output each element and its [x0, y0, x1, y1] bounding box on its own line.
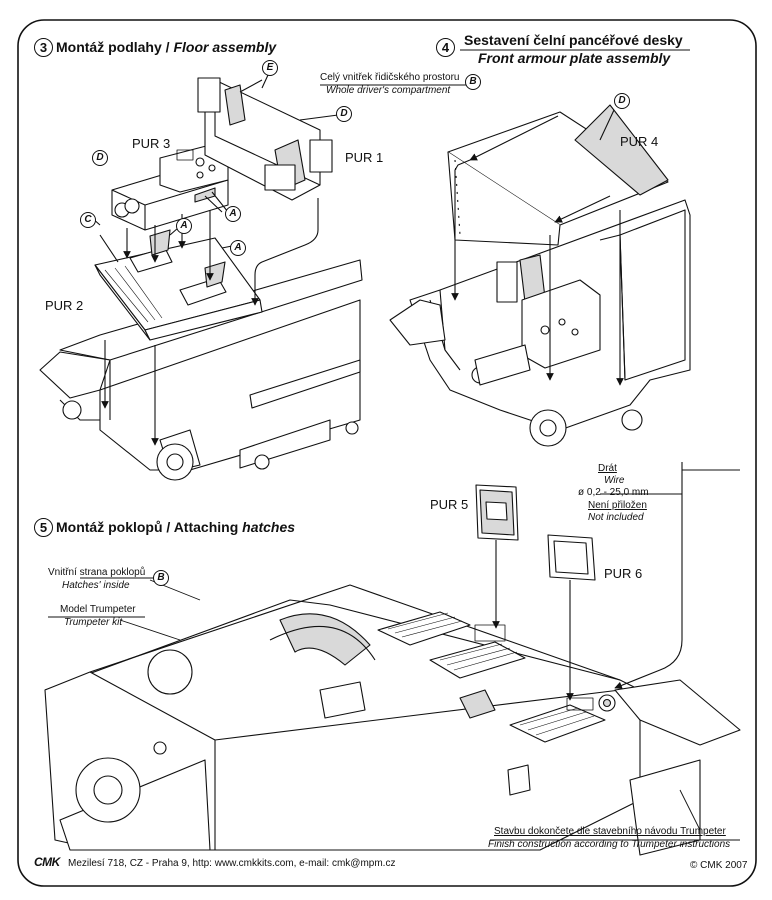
badge-e: E: [262, 60, 278, 76]
step-number-5: 5: [34, 518, 53, 537]
note-wire-size: ø 0,2 - 25,0 mm: [578, 487, 649, 498]
badge-c: C: [80, 212, 96, 228]
note-wire-not-cz: Není přiložen: [588, 500, 647, 511]
step-number-3: 3: [34, 38, 53, 57]
badge-d-pur1: D: [336, 106, 352, 122]
badge-a-upper: A: [225, 206, 241, 222]
section-5-title-cz: Montáž poklopů / Attaching: [56, 519, 243, 535]
badge-a-seat-2: A: [230, 240, 246, 256]
section-4-title-en: Front armour plate assembly: [478, 50, 671, 66]
hatches-drawing: [44, 462, 741, 856]
label-pur-2: PUR 2: [45, 298, 84, 313]
section-3-title-en: Floor assembly: [173, 39, 277, 55]
badge-b-hatches: B: [153, 570, 169, 586]
label-pur-5: PUR 5: [430, 497, 469, 512]
note-wire-not-en: Not included: [588, 512, 644, 523]
badge-a-seat-1: A: [176, 218, 192, 234]
footer-logo: CMK: [34, 855, 60, 869]
label-pur-1: PUR 1: [345, 150, 384, 165]
note-model-en: Trumpeter kit: [64, 617, 123, 628]
section-4-title-cz: Sestavení čelní pancéřové desky: [464, 32, 683, 48]
note-compartment-en: Whole driver's compartment: [326, 85, 451, 96]
badge-d-pur4: D: [614, 93, 630, 109]
badge-d-pur3: D: [92, 150, 108, 166]
footer-copyright: © CMK 2007: [690, 860, 748, 871]
section-5-title: Montáž poklopů / Attaching hatches: [56, 519, 295, 535]
badge-b-compartment: B: [465, 74, 481, 90]
label-pur-6: PUR 6: [604, 566, 643, 581]
note-hatches-en: Hatches' inside: [62, 580, 130, 591]
note-wire-cz: Drát: [598, 463, 617, 474]
section-3-title: Montáž podlahy / Floor assembly: [56, 39, 276, 55]
footer-address: Mezilesí 718, CZ - Praha 9, http: www.cm…: [68, 858, 396, 869]
section-3-title-cz: Montáž podlahy /: [56, 39, 174, 55]
sheet-border: [17, 19, 757, 887]
note-compartment-cz: Celý vnitřek řidičského prostoru: [320, 72, 460, 83]
floor-assembly-drawing: [39, 74, 363, 481]
note-finish-cz: Stavbu dokončete dle stavebního návodu T…: [494, 826, 726, 837]
section-5-title-en: hatches: [242, 519, 296, 535]
note-hatches-cz: Vnitřní strana poklopů: [48, 567, 146, 578]
front-armour-drawing: [389, 104, 691, 447]
note-model-cz: Model Trumpeter: [60, 604, 136, 615]
label-pur-3: PUR 3: [132, 136, 171, 151]
step-number-4: 4: [436, 38, 455, 57]
note-wire-en: Wire: [604, 475, 625, 486]
note-finish-en: Finish construction according to Trumpet…: [488, 839, 731, 850]
label-pur-4: PUR 4: [620, 134, 659, 149]
